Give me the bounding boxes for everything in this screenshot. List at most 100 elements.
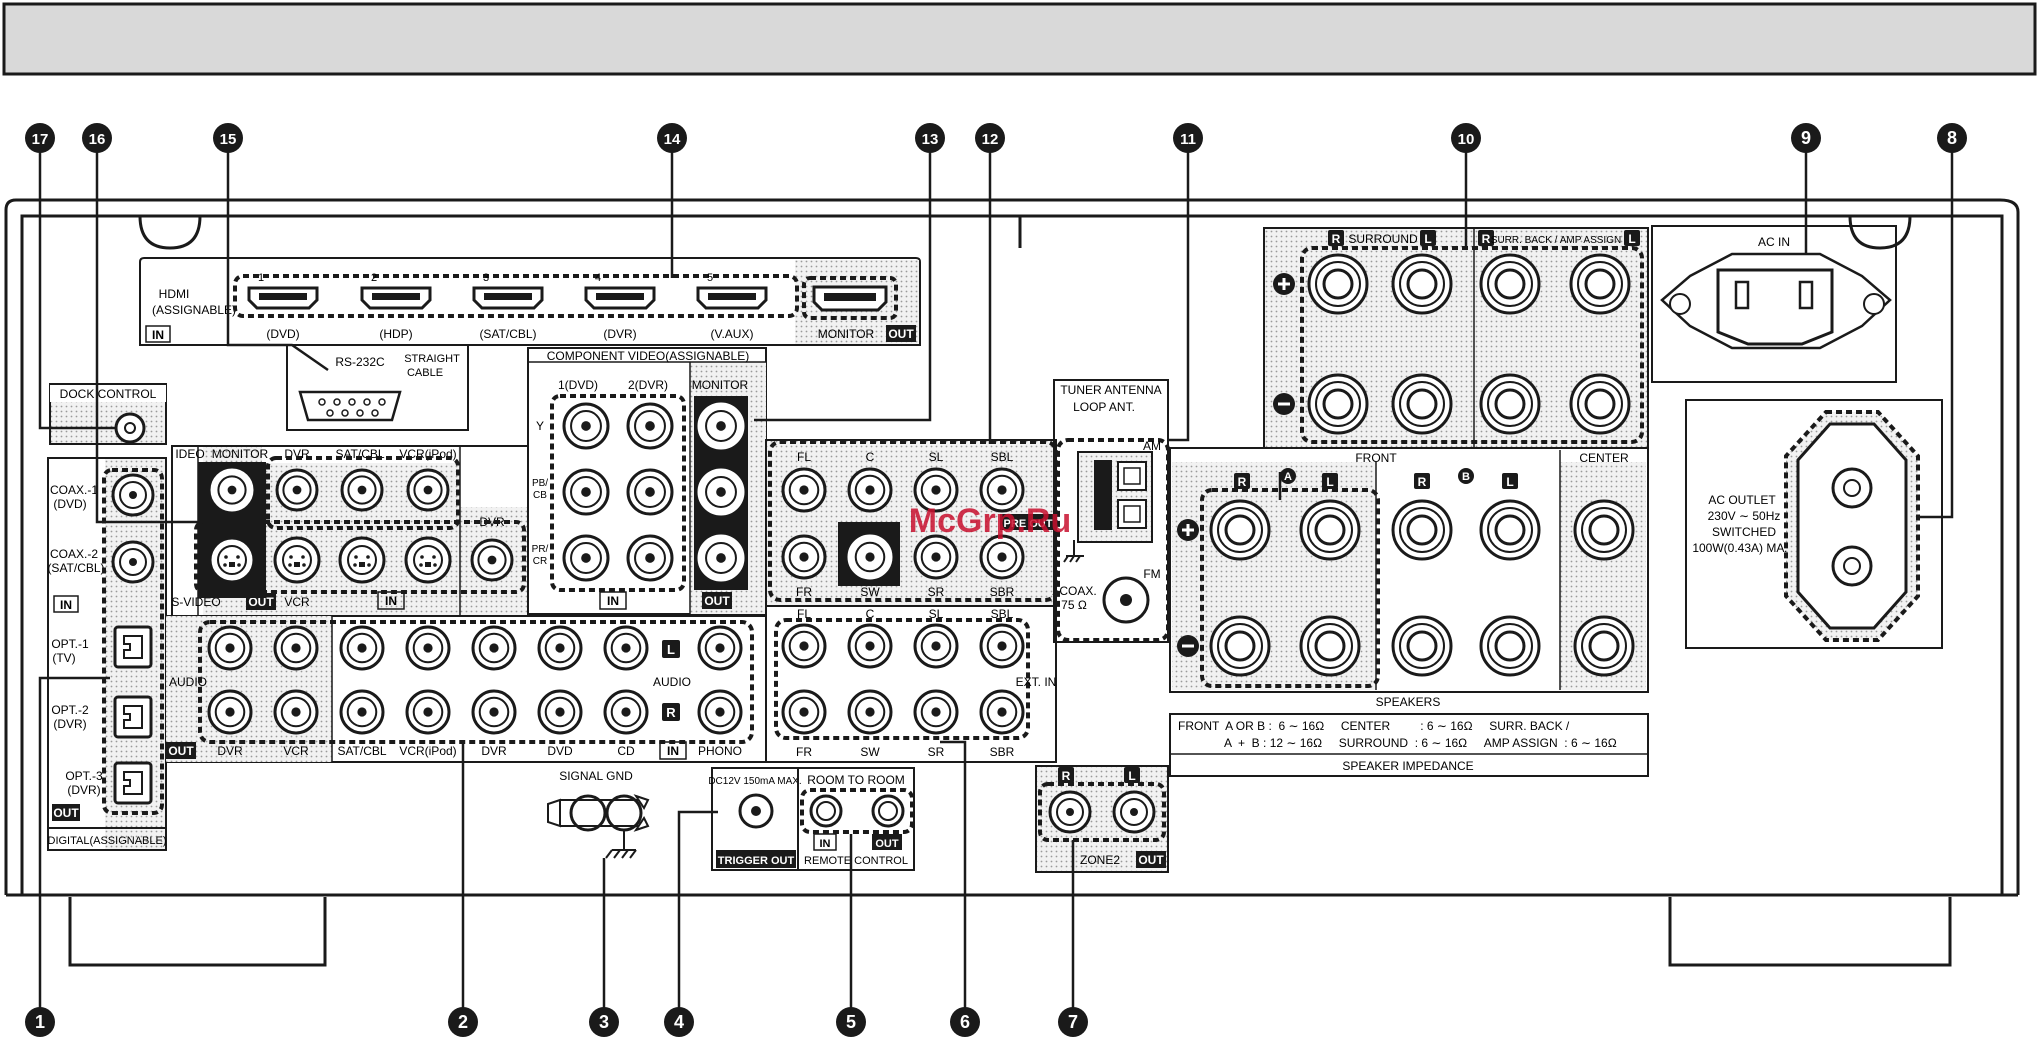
zone2-r-jack[interactable] xyxy=(1048,790,1092,834)
video-vcrpod-jack[interactable] xyxy=(406,468,450,512)
preout-jack[interactable] xyxy=(979,534,1025,580)
digital-coax1-line2: (DVD) xyxy=(53,497,86,511)
extin-jack[interactable] xyxy=(979,689,1025,735)
audio-r-jack[interactable] xyxy=(471,689,517,735)
audio-dashed xyxy=(198,620,754,744)
component-dvd-jack[interactable] xyxy=(562,468,610,516)
component-monitor-out-jack[interactable] xyxy=(697,402,745,450)
component-monitor-out-jack[interactable] xyxy=(697,468,745,516)
svideo-vcr-jack[interactable] xyxy=(273,536,321,584)
trigger-out-jack[interactable] xyxy=(738,793,774,829)
rs232c-port[interactable] xyxy=(298,390,402,422)
audio-r-jack[interactable] xyxy=(405,689,451,735)
room-to-room-out-jack[interactable] xyxy=(871,794,905,828)
dock-control-jack[interactable] xyxy=(114,412,146,444)
extin-jack[interactable] xyxy=(781,689,827,735)
speaker-terminal-plus[interactable] xyxy=(1573,499,1635,561)
video-dvr-jack[interactable] xyxy=(275,468,319,512)
svideo-vcrpod-jack[interactable] xyxy=(404,536,452,584)
preout-jack[interactable] xyxy=(847,467,893,513)
extin-jack[interactable] xyxy=(913,623,959,669)
video-satcbl-jack[interactable] xyxy=(340,468,384,512)
speaker-terminal-minus[interactable] xyxy=(1479,373,1541,435)
video-dvr-in-jack[interactable] xyxy=(470,538,514,582)
audio-r-jack[interactable] xyxy=(273,689,319,735)
speaker-terminal-minus[interactable] xyxy=(1573,615,1635,677)
audio-r-jack[interactable] xyxy=(339,689,385,735)
audio-r-jack[interactable] xyxy=(697,689,743,735)
audio-l-jack[interactable] xyxy=(471,625,517,671)
svideo-monitor-out-jack[interactable] xyxy=(208,536,256,584)
tuner-subtitle: LOOP ANT. xyxy=(1073,400,1135,414)
hdmi-port-label: (DVD) xyxy=(266,327,299,341)
ac-in-section: AC IN xyxy=(1651,225,1897,383)
extin-jack[interactable] xyxy=(847,623,893,669)
hdmi-input-port[interactable] xyxy=(472,286,544,310)
speaker-terminal-plus[interactable] xyxy=(1391,253,1453,315)
opt2-port[interactable] xyxy=(113,695,153,739)
audio-l-jack[interactable] xyxy=(537,625,583,671)
audio-l-jack[interactable] xyxy=(339,625,385,671)
audio-l-jack[interactable] xyxy=(603,625,649,671)
speaker-terminal-minus[interactable] xyxy=(1307,373,1369,435)
audio-l-jack[interactable] xyxy=(273,625,319,671)
preout-jack[interactable] xyxy=(781,534,827,580)
extin-jack[interactable] xyxy=(781,623,827,669)
speaker-terminal-minus[interactable] xyxy=(1391,615,1453,677)
preout-jack[interactable] xyxy=(979,467,1025,513)
svideo-satcbl-jack[interactable] xyxy=(338,536,386,584)
opt1-port[interactable] xyxy=(113,625,153,669)
audio-l-jack[interactable] xyxy=(405,625,451,671)
fm-jack[interactable] xyxy=(1102,576,1150,624)
digital-opt3-line2: (DVR) xyxy=(67,783,100,797)
speaker-terminal-minus[interactable] xyxy=(1569,373,1631,435)
hdmi-input-port[interactable] xyxy=(696,286,768,310)
preout-jack[interactable] xyxy=(847,534,893,580)
opt3-port[interactable] xyxy=(113,761,153,805)
audio-r-jack[interactable] xyxy=(207,689,253,735)
speaker-terminal-plus[interactable] xyxy=(1569,253,1631,315)
preout-jack[interactable] xyxy=(913,467,959,513)
speaker-terminal-minus[interactable] xyxy=(1209,615,1271,677)
extin-jack[interactable] xyxy=(913,689,959,735)
coax1-jack[interactable] xyxy=(111,473,155,517)
extin-jack[interactable] xyxy=(979,623,1025,669)
ac-outlet-socket[interactable] xyxy=(1784,410,1920,642)
coax2-jack[interactable] xyxy=(111,540,155,584)
signal-gnd-terminal[interactable] xyxy=(547,794,650,832)
speaker-terminal-plus[interactable] xyxy=(1307,253,1369,315)
hdmi-input-port[interactable] xyxy=(360,286,432,310)
speaker-terminal-plus[interactable] xyxy=(1209,499,1271,561)
hdmi-input-port[interactable] xyxy=(584,286,656,310)
preout-jack[interactable] xyxy=(781,467,827,513)
component-dvd-jack[interactable] xyxy=(562,534,610,582)
preout-jack[interactable] xyxy=(913,534,959,580)
surround-r-badge: R xyxy=(1332,232,1341,246)
hdmi-monitor-port[interactable] xyxy=(812,285,888,312)
speaker-terminal-minus[interactable] xyxy=(1299,615,1361,677)
speakers-a-badge: A xyxy=(1284,471,1292,483)
ac-inlet[interactable] xyxy=(1660,252,1892,350)
room-to-room-in-jack[interactable] xyxy=(809,794,843,828)
audio-l-jack[interactable] xyxy=(207,625,253,671)
callout-number: 1 xyxy=(35,1012,45,1032)
audio-r-jack[interactable] xyxy=(537,689,583,735)
speaker-terminal-plus[interactable] xyxy=(1479,253,1541,315)
component-dvr-jack[interactable] xyxy=(626,534,674,582)
audio-r-jack[interactable] xyxy=(603,689,649,735)
extin-jack[interactable] xyxy=(847,689,893,735)
audio-l-jack[interactable] xyxy=(697,625,743,671)
am-terminal[interactable] xyxy=(1077,451,1153,543)
speaker-terminal-minus[interactable] xyxy=(1391,373,1453,435)
speaker-terminal-plus[interactable] xyxy=(1391,499,1453,561)
speaker-terminal-plus[interactable] xyxy=(1299,499,1361,561)
component-dvd-jack[interactable] xyxy=(562,402,610,450)
zone2-l-jack[interactable] xyxy=(1112,790,1156,834)
speaker-terminal-plus[interactable] xyxy=(1479,499,1541,561)
component-dvr-jack[interactable] xyxy=(626,402,674,450)
component-dvr-jack[interactable] xyxy=(626,468,674,516)
component-monitor-out-jack[interactable] xyxy=(697,534,745,582)
speaker-terminal-minus[interactable] xyxy=(1479,615,1541,677)
video-monitor-out-jack[interactable] xyxy=(210,468,254,512)
hdmi-input-port[interactable] xyxy=(247,286,319,310)
